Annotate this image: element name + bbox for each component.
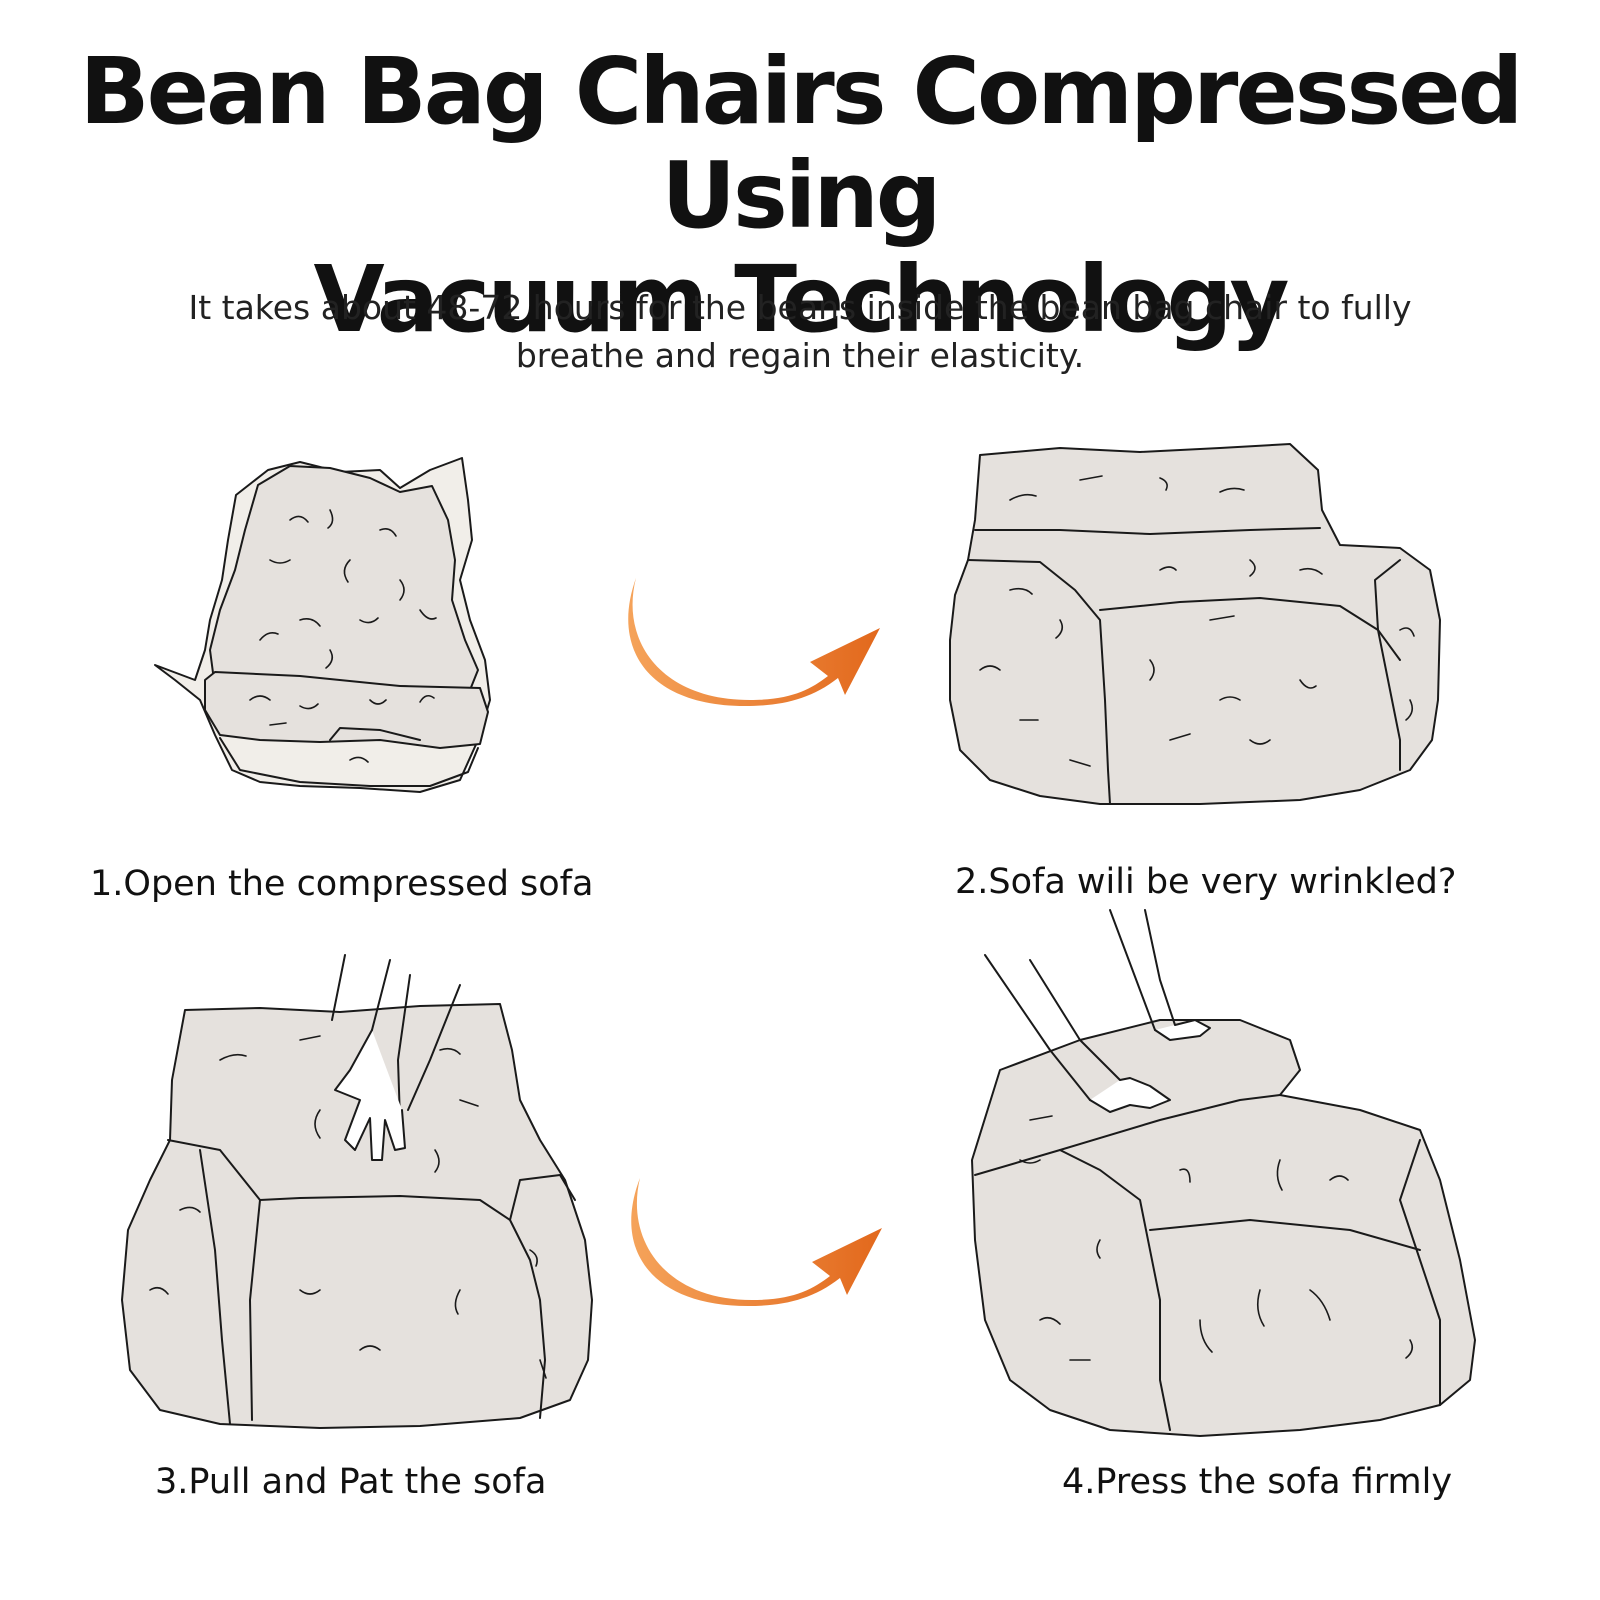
title-line-1: Bean Bag Chairs Compressed Using <box>79 38 1524 249</box>
subtitle-line-1: It takes about 48-72 hours for the beans… <box>188 288 1412 327</box>
arrow-1-icon <box>628 578 880 706</box>
subtitle: It takes about 48-72 hours for the beans… <box>150 284 1450 380</box>
page-title: Bean Bag Chairs Compressed Using Vacuum … <box>0 40 1600 352</box>
step-4-label: 4.Press the sofa firmly <box>1062 1462 1453 1502</box>
step-3-label: 3.Pull and Pat the sofa <box>155 1462 547 1502</box>
wrinkled-sofa-icon <box>949 443 1441 805</box>
arrow-2-icon <box>631 1178 882 1306</box>
subtitle-line-2: breathe and regain their elasticity. <box>515 336 1085 375</box>
press-sofa-icon <box>971 909 1476 1437</box>
title-line-2: Vacuum Technology <box>313 246 1290 353</box>
compressed-sofa-icon <box>154 457 491 793</box>
step-1-label: 1.Open the compressed sofa <box>90 864 594 904</box>
step-2-label: 2.Sofa wili be very wrinkled? <box>955 862 1457 902</box>
pat-sofa-icon <box>121 954 593 1429</box>
